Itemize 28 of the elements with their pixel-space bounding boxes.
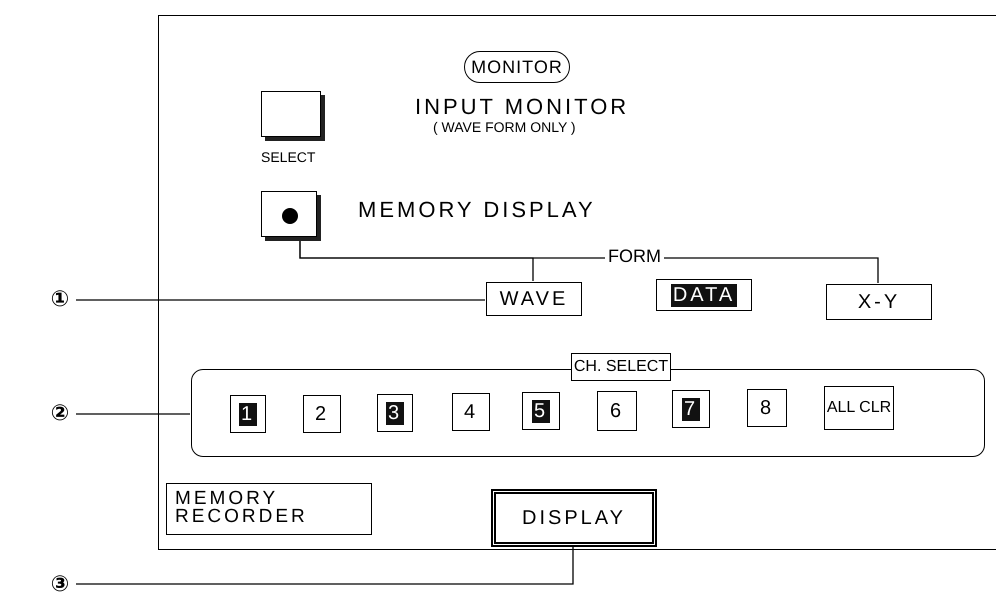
leader-line — [76, 413, 190, 415]
section-heading: MONITOR — [464, 51, 570, 83]
key-button: ALL CLR — [824, 386, 894, 430]
mode-button: DISPLAY — [491, 489, 657, 547]
key-button — [656, 279, 752, 311]
key-button: WAVE — [486, 282, 582, 316]
key-button: 4 — [452, 393, 490, 431]
button-caption: SELECT — [261, 149, 316, 165]
group-title: CH. SELECT — [571, 353, 671, 381]
callout-number: ② — [46, 398, 74, 428]
key-button — [377, 394, 413, 432]
key-button — [230, 395, 266, 433]
key-label: 1 — [238, 402, 258, 426]
key-button: X-Y — [826, 284, 932, 320]
mode-label-box: MEMORY RECORDER — [166, 483, 372, 535]
key-button: 8 — [747, 389, 787, 427]
leader-line — [76, 546, 574, 585]
key-button — [522, 392, 560, 430]
key-button: 2 — [303, 395, 341, 433]
leader-line — [76, 299, 485, 301]
key-label: 3 — [386, 402, 404, 424]
callout-number: ③ — [46, 569, 74, 599]
key-button: 6 — [597, 391, 637, 431]
key-label: DATA — [670, 284, 738, 306]
callout-number: ① — [46, 284, 74, 314]
key-label: 7 — [682, 398, 700, 420]
key-button — [672, 390, 710, 428]
key-label: 5 — [532, 400, 550, 422]
